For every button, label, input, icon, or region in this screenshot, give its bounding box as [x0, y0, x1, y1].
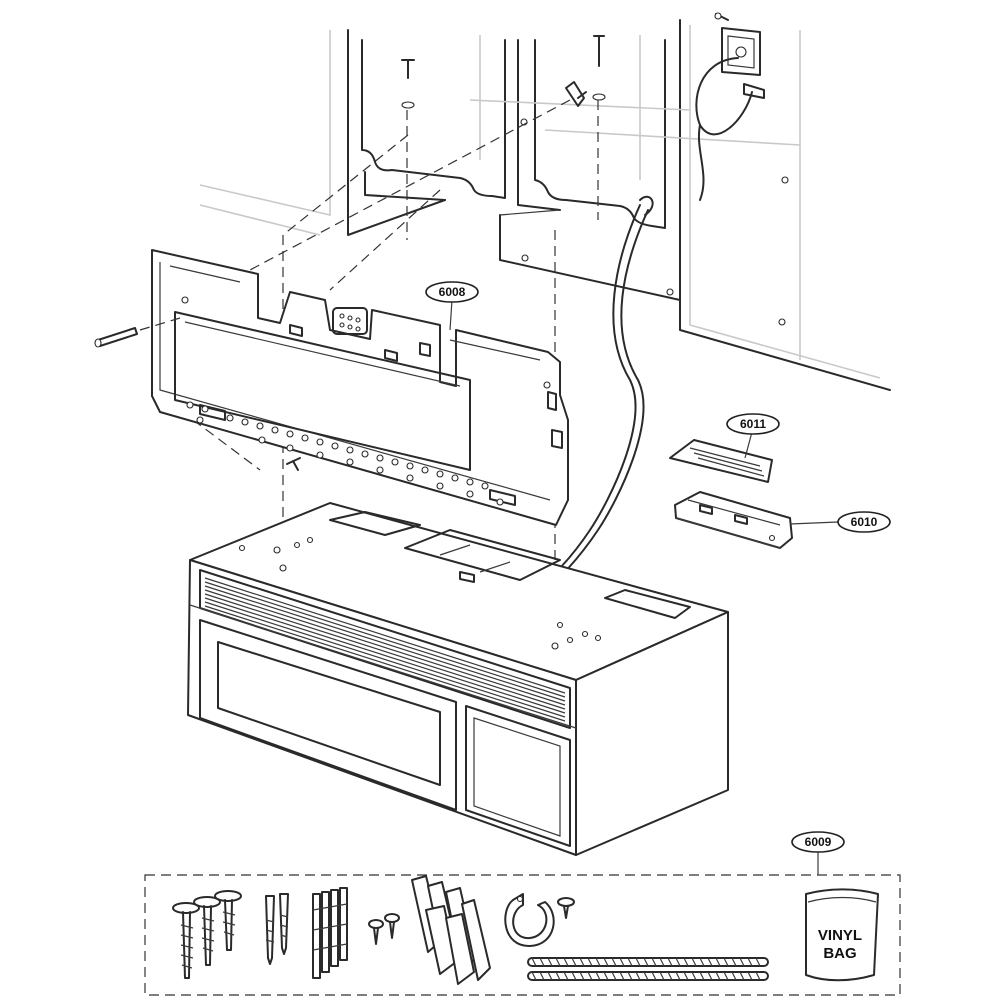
- cabinet-screw-left: [401, 59, 415, 109]
- wall-outlet: [714, 12, 761, 76]
- plate-holes-row: [181, 296, 551, 506]
- label-6009-text: 6009: [805, 835, 832, 849]
- wood-screws: [265, 893, 289, 965]
- label-6010-text: 6010: [851, 515, 878, 529]
- vinyl-bag-text-line2: BAG: [823, 945, 856, 962]
- spring-toggles: [411, 875, 491, 985]
- parts-kit-box: [144, 874, 901, 996]
- damper-top-part: [669, 439, 773, 483]
- upper-cabinets: [199, 19, 891, 391]
- toggle-wing: [565, 81, 587, 107]
- label-6010: 6010: [789, 511, 891, 533]
- power-cord: [529, 57, 765, 599]
- plate-screw: [286, 457, 301, 471]
- lag-screws: [172, 890, 242, 979]
- label-6011-text: 6011: [740, 417, 766, 431]
- vinyl-bag: VINYL BAG: [805, 888, 879, 982]
- label-6009: 6009: [791, 831, 845, 875]
- microwave-oven: [187, 502, 729, 856]
- top-holes: [238, 536, 602, 650]
- label-6008: 6008: [425, 281, 479, 331]
- cord-clamp: [504, 893, 555, 948]
- clamp-screw: [557, 897, 575, 919]
- wall-bolt: [94, 317, 181, 348]
- spring-strips: [527, 957, 769, 981]
- toggle-bolts: [312, 887, 348, 979]
- cabinet-bolt-right: [592, 35, 606, 101]
- label-6008-text: 6008: [439, 285, 466, 299]
- vinyl-bag-text-line1: VINYL: [818, 927, 862, 944]
- vent-slots: [204, 577, 566, 722]
- mounting-plate: [151, 249, 569, 526]
- damper-bottom-part: [674, 491, 793, 549]
- small-screws: [368, 913, 400, 945]
- label-6011: 6011: [726, 413, 780, 459]
